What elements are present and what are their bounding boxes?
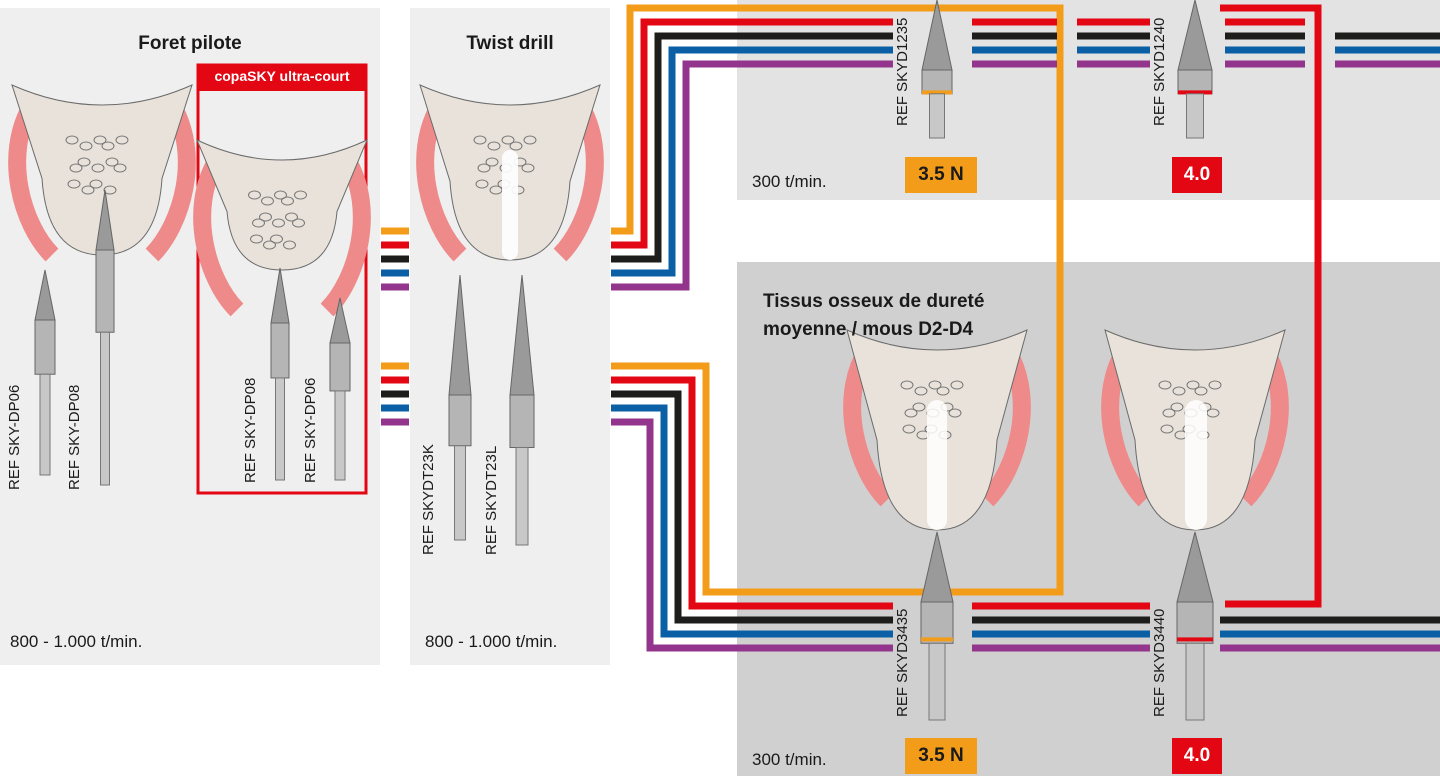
ref-sky-dp08-a: REF SKY-DP08 — [66, 385, 83, 490]
ref-skyd3435: REF SKYD3435 — [894, 609, 911, 717]
soft-bone-badge-40: 4.0 — [1172, 738, 1222, 774]
drill-sky-dp06-a-shaft — [40, 374, 50, 475]
twist-drill-speed: 800 - 1.000 t/min. — [425, 632, 557, 652]
drill-skyd1235-head — [922, 70, 952, 94]
drill-skydt23l-shaft — [516, 448, 528, 546]
hard-bone-speed: 300 t/min. — [752, 172, 827, 192]
ultra-court-label: copaSKY ultra-court — [200, 68, 364, 84]
ref-sky-dp06-b: REF SKY-DP06 — [302, 378, 319, 483]
drill-sky-dp08-a-head — [96, 250, 114, 332]
drill-skydt23k-head — [449, 395, 471, 446]
drill-skyd3440-head — [1177, 602, 1213, 643]
soft-bone-speed: 300 t/min. — [752, 750, 827, 770]
ref-skyd3440: REF SKYD3440 — [1151, 609, 1168, 717]
drill-sky-dp06-b-head — [330, 343, 350, 391]
ref-skyd1235: REF SKYD1235 — [894, 18, 911, 126]
soft-bone-title: Tissus osseux de dureté moyenne / mous D… — [763, 288, 984, 344]
drill-skyd1240-head — [1178, 70, 1212, 94]
foret-pilote-speed: 800 - 1.000 t/min. — [10, 632, 142, 652]
drill-skyd1240-shaft — [1187, 94, 1204, 138]
ref-skydt23k: REF SKYDT23K — [420, 444, 437, 555]
twist-drill-title: Twist drill — [410, 33, 610, 55]
hard-bone-badge-35n: 3.5 N — [905, 157, 977, 193]
drill-channel-twist — [502, 150, 518, 260]
drill-skyd3435-band — [921, 637, 953, 641]
drill-sky-dp08-b-shaft — [276, 378, 285, 480]
drill-sky-dp06-b-shaft — [335, 391, 345, 480]
drill-skyd1235-shaft — [930, 94, 945, 138]
drill-sky-dp08-a-shaft — [101, 332, 110, 485]
drill-sky-dp06-a-head — [35, 320, 55, 374]
ref-skyd1240: REF SKYD1240 — [1151, 18, 1168, 126]
drill-channel-d3440 — [1185, 400, 1207, 530]
drill-skyd3435-shaft — [929, 643, 945, 720]
ref-sky-dp06-a: REF SKY-DP06 — [6, 385, 23, 490]
soft-bone-badge-35n: 3.5 N — [905, 738, 977, 774]
drill-channel-d3435 — [927, 400, 947, 530]
drill-skyd3440-band — [1177, 637, 1213, 641]
soft-bone-title-line1: Tissus osseux de dureté — [763, 288, 984, 316]
ref-skydt23l: REF SKYDT23L — [483, 446, 500, 555]
ref-sky-dp08-b: REF SKY-DP08 — [242, 378, 259, 483]
drill-skydt23k-shaft — [455, 446, 466, 540]
drill-skydt23l-head — [510, 395, 534, 448]
soft-bone-title-line2: moyenne / mous D2-D4 — [763, 316, 984, 344]
drill-skyd3435-head — [921, 602, 953, 643]
foret-pilote-title: Foret pilote — [60, 33, 320, 55]
drill-skyd3440-shaft — [1186, 643, 1204, 720]
panel-hard-bone — [737, 0, 1440, 200]
drill-sky-dp08-b-head — [271, 323, 289, 378]
hard-bone-badge-40: 4.0 — [1172, 157, 1222, 193]
